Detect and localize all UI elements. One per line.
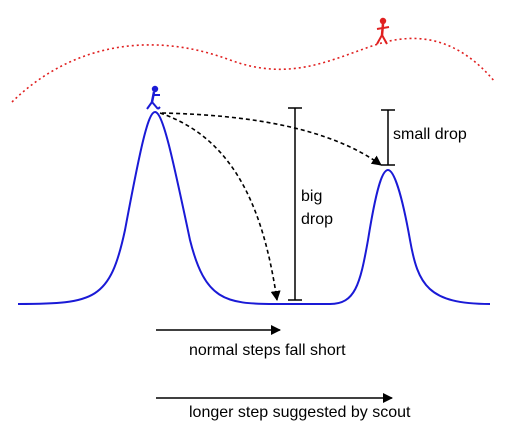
small-drop-bracket — [381, 109, 395, 166]
walker-figure-icon — [146, 85, 161, 110]
big-drop-bracket — [288, 107, 302, 301]
scout-path-curve — [11, 37, 496, 103]
normal-step-arrow — [159, 112, 281, 301]
big-drop-label-line1: big — [301, 188, 323, 205]
big-drop-label-line2: drop — [301, 211, 334, 228]
scout-step-arrow — [161, 112, 382, 166]
normal-steps-label: normal steps fall short — [189, 342, 346, 359]
longer-step-label: longer step suggested by scout — [189, 404, 411, 421]
landscape-curve — [17, 110, 491, 305]
scout-figure-icon — [376, 17, 390, 45]
small-drop-label: small drop — [393, 126, 467, 143]
